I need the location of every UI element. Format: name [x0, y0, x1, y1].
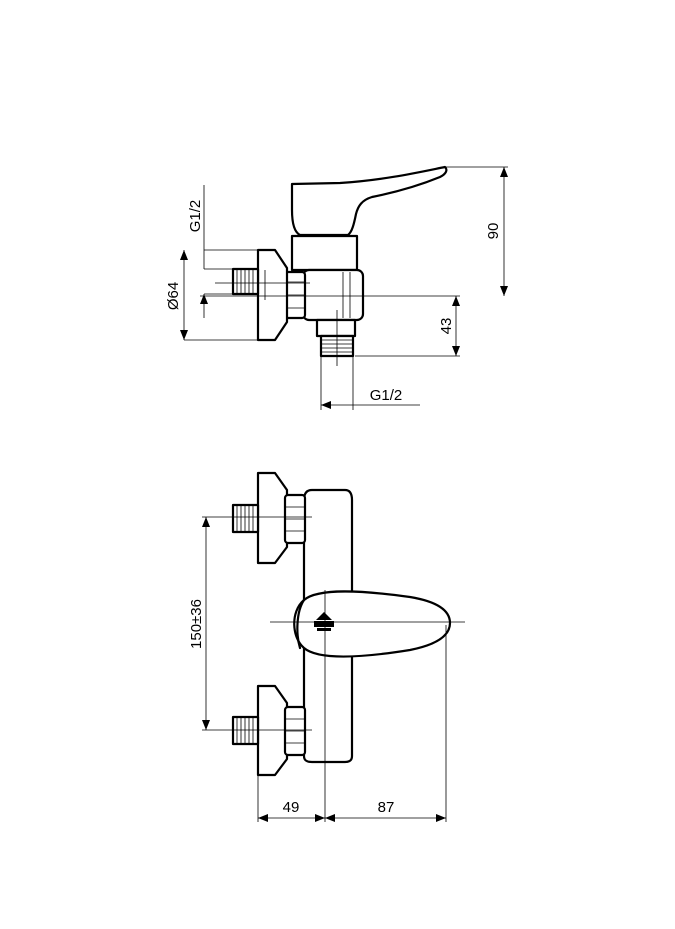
front-lever [293, 590, 452, 658]
dim-depth-lever: 87 [378, 799, 395, 816]
cartridge-body [290, 234, 359, 272]
dim-diameter: Ø64 [165, 282, 182, 310]
upper-wall-flange [256, 471, 289, 565]
dim-height-total: 90 [485, 223, 502, 240]
dim-thread-bottom: G1/2 [370, 387, 403, 404]
front-lever-highlight [296, 598, 306, 650]
mixer-body [301, 268, 365, 322]
side-view: G1/2 Ø64 90 43 G1/2 [165, 165, 508, 410]
wall-flange [256, 248, 289, 342]
lever-handle [290, 165, 448, 237]
dim-height-outlet: 43 [438, 318, 455, 335]
lower-wall-flange [256, 684, 289, 777]
outlet-collar [315, 318, 357, 338]
dim-thread-top: G1/2 [187, 200, 204, 233]
brand-logo-icon [314, 612, 334, 631]
front-view: 150±36 49 87 [188, 471, 465, 822]
dim-depth-connector: 49 [283, 799, 300, 816]
dim-center-distance: 150±36 [188, 599, 205, 649]
